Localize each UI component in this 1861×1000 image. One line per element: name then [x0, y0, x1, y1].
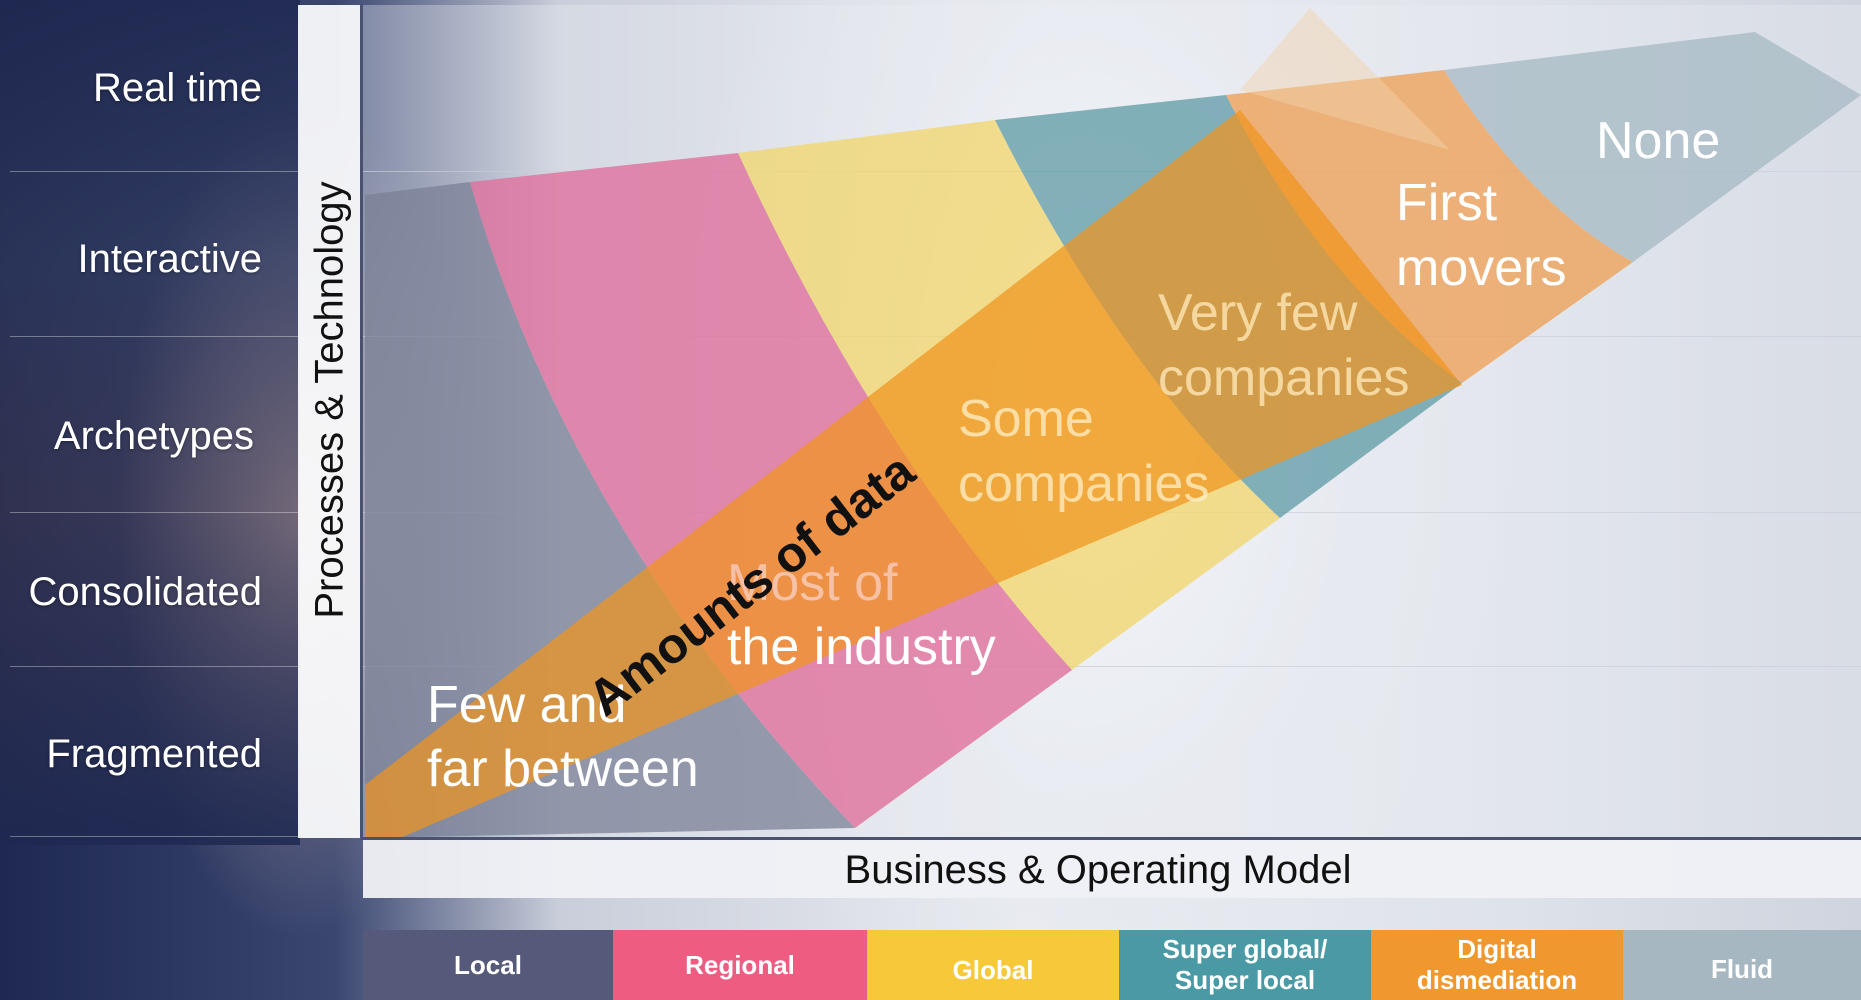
legend-super-local-label: Super local	[1174, 965, 1316, 995]
legend-fluid-label: Fluid	[1710, 953, 1774, 984]
row-divider	[10, 836, 298, 837]
row-divider	[10, 336, 298, 337]
legend-global: Global	[867, 930, 1119, 1000]
band-label-most-of-the-industry: Most of	[727, 554, 898, 612]
row-divider	[10, 171, 298, 172]
row-label-panel	[0, 0, 300, 845]
row-label-interactive: Interactive	[77, 237, 262, 281]
legend-digital-label: Digital	[1457, 934, 1537, 964]
y-axis-strip	[298, 5, 362, 838]
x-axis-title: Business & Operating Model	[844, 848, 1352, 892]
row-divider	[10, 666, 298, 667]
row-label-real-time: Real time	[93, 66, 262, 110]
legend-super-global-label: Super global/	[1162, 934, 1328, 964]
band-label-none: None	[1596, 112, 1720, 170]
legend-super-global: Super global/Super local	[1119, 930, 1371, 1000]
band-label-first-movers: First	[1396, 174, 1498, 232]
band-none	[1444, 32, 1861, 262]
band-label-most-of-the-industry-2: the industry	[727, 618, 996, 676]
band-first-movers	[1226, 70, 1633, 383]
legend-fluid: Fluid	[1623, 930, 1861, 1000]
legend-local: Local	[363, 930, 613, 1000]
band-label-very-few-companies: Very few	[1158, 284, 1358, 342]
y-axis-line	[360, 5, 363, 840]
band-few-and-far-between	[365, 182, 855, 838]
data-arrow	[365, 110, 1462, 838]
legend-global-label: Global	[952, 954, 1034, 985]
band-label-few-and-far-between: Few and	[427, 676, 626, 734]
row-label-consolidated: Consolidated	[28, 570, 263, 614]
band-label-very-few-companies-2: companies	[1158, 349, 1409, 407]
arrow-head-shadow	[1240, 8, 1450, 150]
band-label-first-movers-2: movers	[1396, 239, 1566, 297]
x-axis-strip	[363, 840, 1861, 898]
legend-regional-label: Regional	[685, 949, 795, 980]
legend-local-label: Local	[454, 949, 522, 980]
legend-dismediation-label: dismediation	[1416, 965, 1578, 995]
band-label-some-companies-2: companies	[958, 455, 1209, 513]
row-label-archetypes: Archetypes	[53, 414, 254, 458]
legend-regional: Regional	[613, 930, 867, 1000]
legend-bar: Local Regional Global Super global/Super…	[363, 930, 1861, 1000]
x-axis-line	[363, 837, 1861, 840]
grid-line	[363, 666, 1861, 667]
band-label-some-companies: Some	[958, 390, 1094, 448]
row-label-fragmented: Fragmented	[46, 732, 262, 776]
band-label-few-and-far-between-2: far between	[427, 740, 699, 798]
row-divider	[10, 512, 298, 513]
